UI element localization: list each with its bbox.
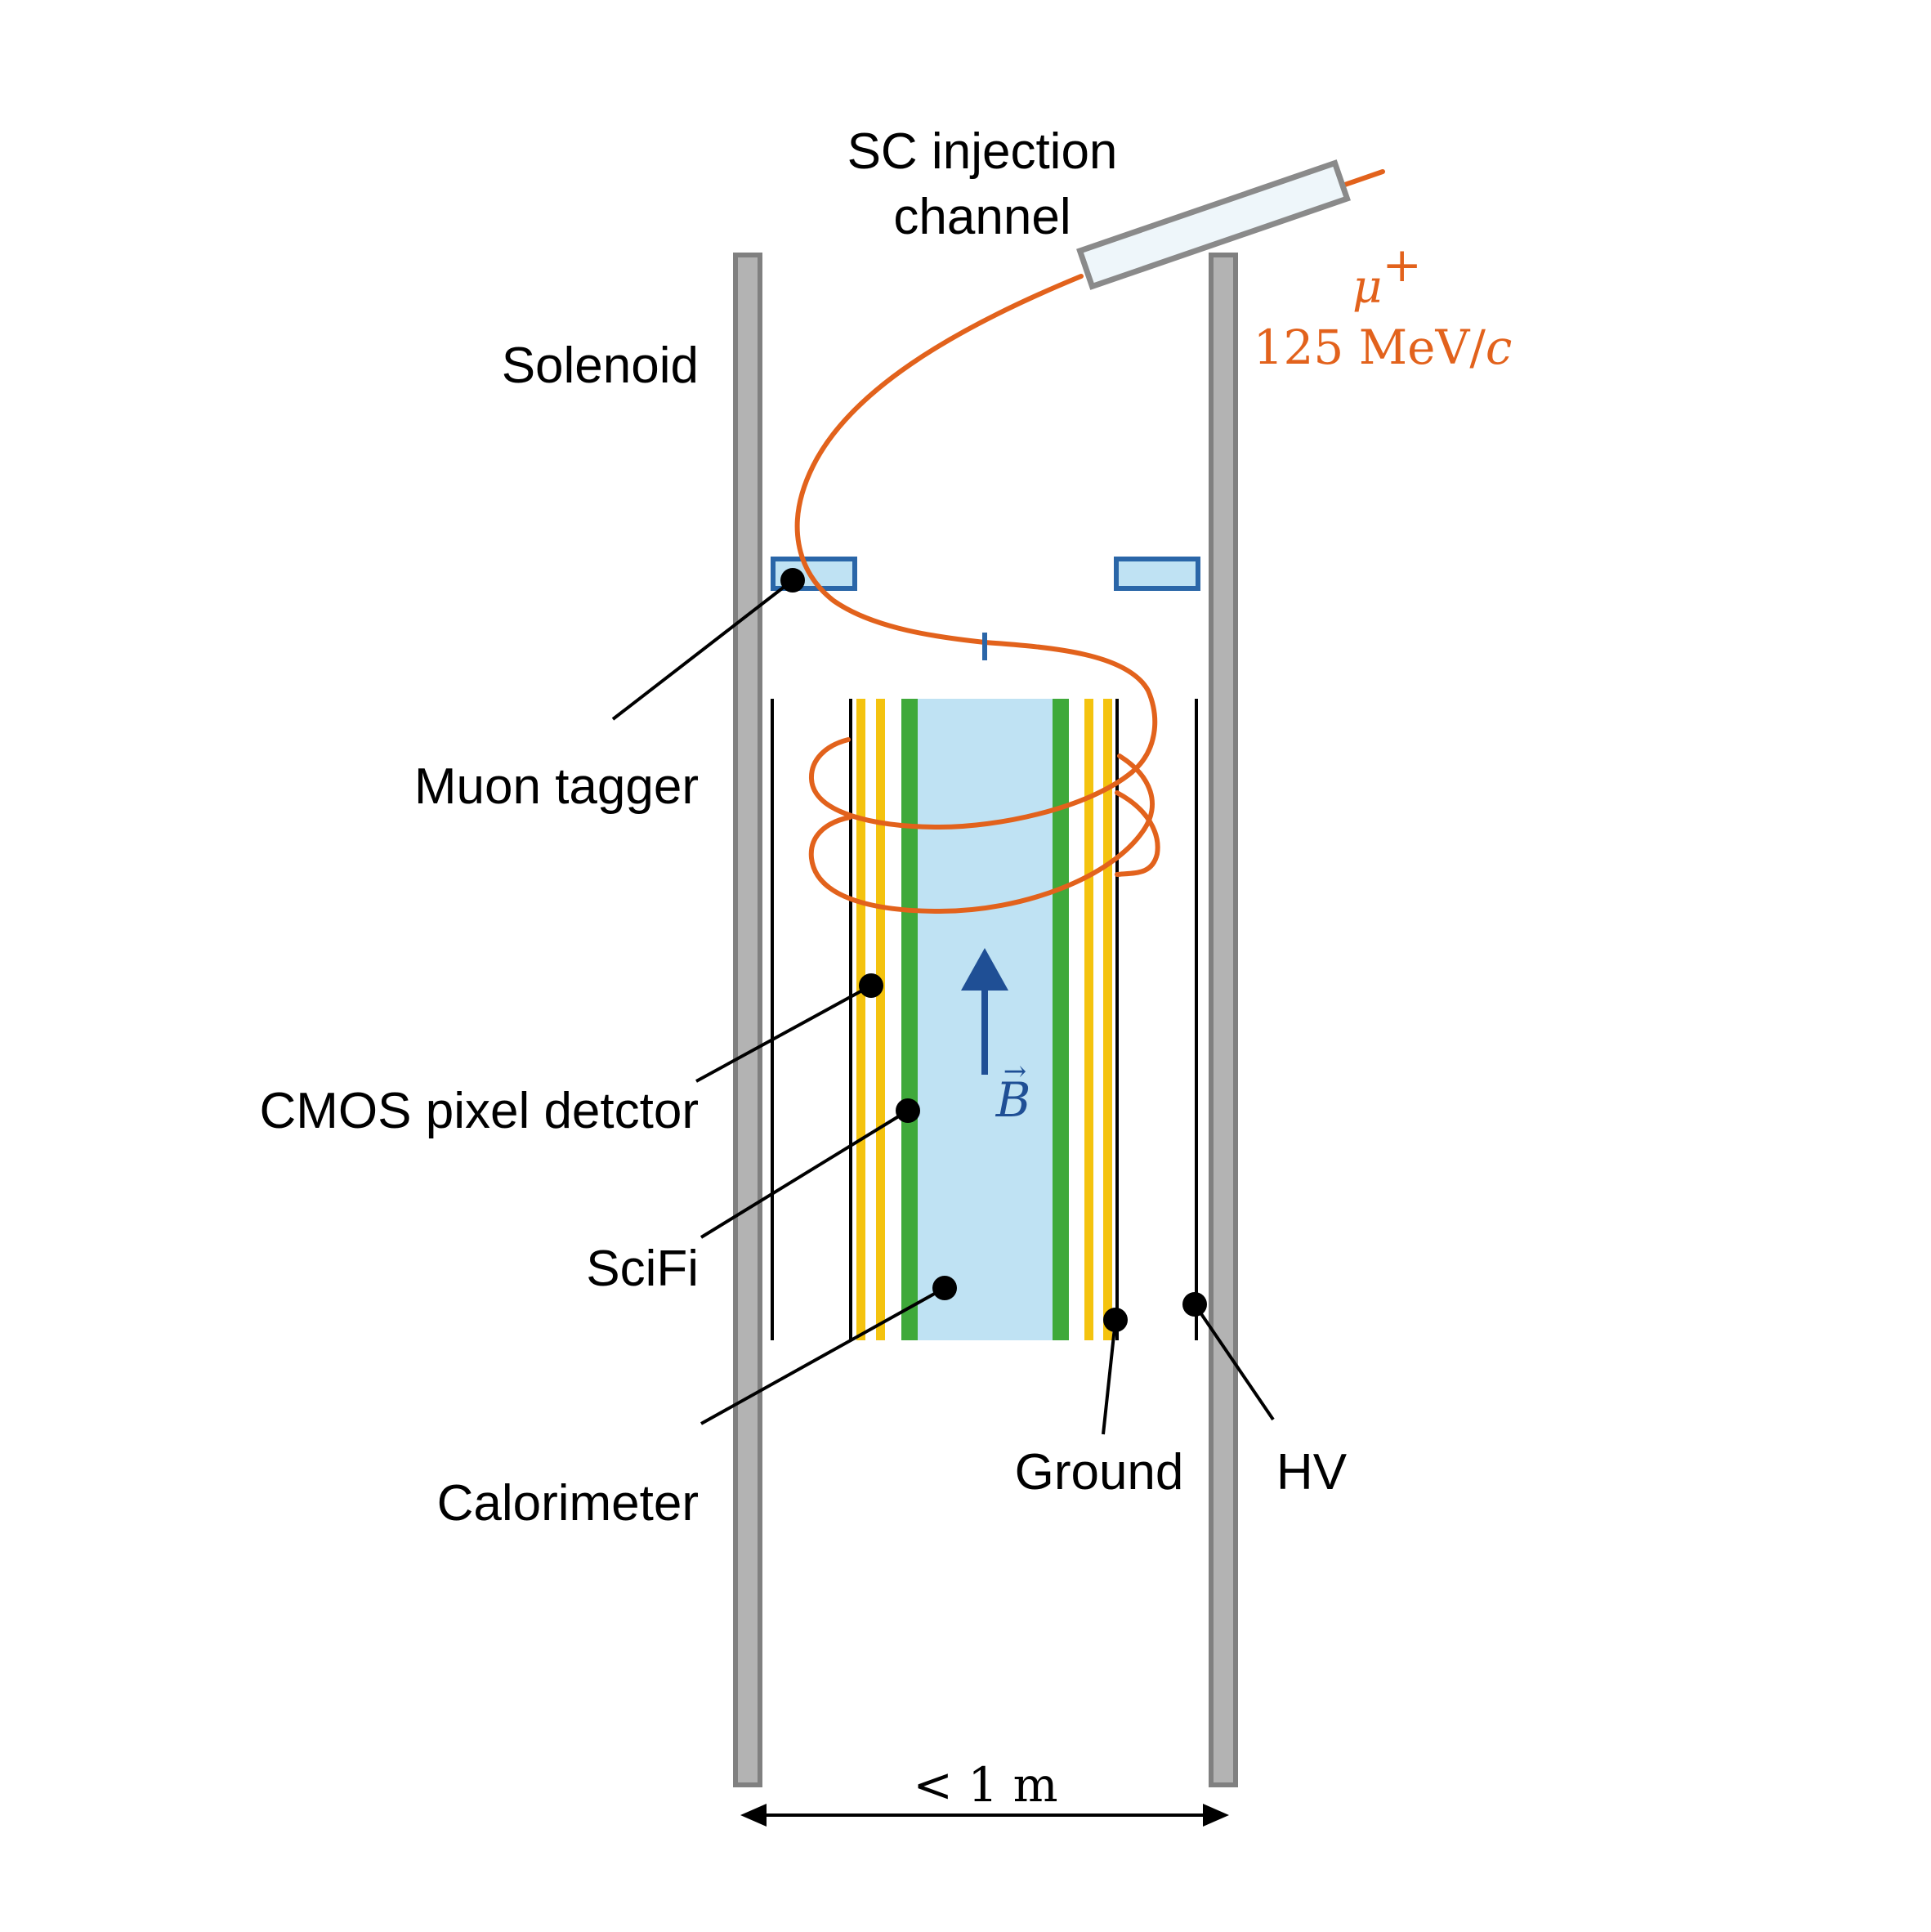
- cmos-label: CMOS pixel detctor: [259, 1083, 699, 1139]
- pixel-layer-left-2: [876, 699, 885, 1340]
- leader-hv: [1193, 1303, 1275, 1421]
- solenoid-wall-right: [1209, 253, 1238, 1787]
- injection-label-line1: SC injection: [847, 123, 1118, 180]
- injection-label-line2: channel: [893, 189, 1071, 245]
- scifi-layer-left: [901, 699, 918, 1340]
- momentum-value: 125 MeV/: [1254, 320, 1486, 375]
- muon-track-loop-2: [808, 815, 1147, 915]
- dot-scifi: [896, 1098, 920, 1123]
- ground-label: Ground: [1015, 1444, 1184, 1500]
- scifi-label: SciFi: [586, 1241, 699, 1297]
- dot-ground: [1103, 1308, 1128, 1332]
- dot-hv: [1182, 1292, 1207, 1317]
- field-arrow-head: [961, 948, 1008, 991]
- sc-injection-channel: [1076, 159, 1351, 290]
- solenoid-wall-left: [733, 253, 762, 1787]
- pixel-layer-right-1: [1084, 699, 1093, 1340]
- leader-muon-tagger: [611, 579, 794, 721]
- field-arrow-label: → B: [995, 1055, 1031, 1128]
- momentum-unit: c: [1486, 320, 1512, 375]
- field-symbol: B: [995, 1072, 1031, 1128]
- muon-track-injection: [794, 169, 1385, 775]
- width-arrowhead-right: [1203, 1804, 1229, 1827]
- dot-muon-tagger: [780, 568, 805, 593]
- pixel-layer-right-2: [1103, 699, 1112, 1340]
- leader-scifi: [700, 1109, 910, 1239]
- solenoid-label: Solenoid: [502, 338, 699, 394]
- muon-tagger-label: Muon tagger: [414, 758, 699, 815]
- calorimeter-label: Calorimeter: [437, 1475, 699, 1532]
- dot-cmos: [859, 973, 883, 998]
- width-arrowhead-left: [740, 1804, 767, 1827]
- momentum-label: 125 MeV/c: [1254, 320, 1513, 375]
- leader-cmos: [695, 984, 872, 1083]
- hv-label: HV: [1276, 1444, 1348, 1500]
- leader-calorimeter: [700, 1286, 945, 1425]
- muon-track-loop-2-back: [1115, 790, 1160, 877]
- width-label: < 1 m: [913, 1757, 1057, 1813]
- muon-symbol: μ: [1352, 261, 1382, 314]
- muon-tagger-right: [1114, 557, 1200, 591]
- pixel-layer-left-1: [856, 699, 865, 1340]
- scifi-layer-right: [1053, 699, 1069, 1340]
- dot-calorimeter: [932, 1276, 957, 1300]
- muon-charge: +: [1382, 237, 1422, 293]
- muon-label: μ+: [1352, 237, 1422, 314]
- muon-track-loop-1: [808, 737, 1134, 830]
- field-vector-symbol: →: [1003, 1055, 1027, 1088]
- leader-ground: [1102, 1319, 1117, 1435]
